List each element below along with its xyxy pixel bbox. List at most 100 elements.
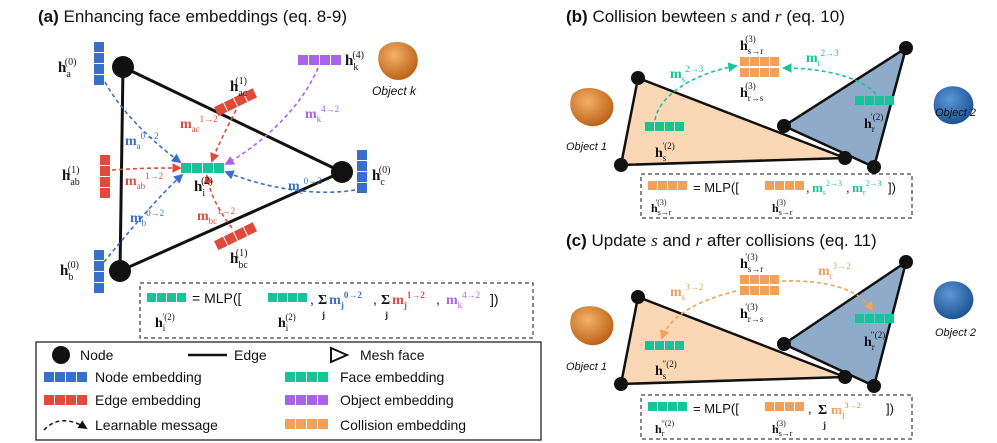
legend-face-embedding-icon	[285, 372, 328, 382]
legend-message-icon	[43, 420, 88, 431]
object-1-mesh-c	[570, 306, 614, 346]
message-s-to-collision	[654, 62, 738, 121]
label-m-bc: mbc1→2	[197, 206, 235, 226]
object-2-mesh-b	[933, 86, 974, 125]
node-s3-c	[838, 370, 852, 384]
eq-a-comma-3: ,	[436, 291, 440, 307]
eq-a-sum-j-2: j	[384, 310, 388, 320]
legend-edge-label: Edge	[234, 347, 267, 363]
object-k-label: Object k	[372, 84, 417, 98]
object-1-label-b: Object 1	[566, 141, 607, 153]
label-h-prime-s-b: hs′(2)	[655, 141, 675, 163]
eq-a-sum-j-1: j	[321, 310, 325, 320]
eq-a-comma-2: ,	[373, 291, 377, 307]
label-m-r-b: mr2→3	[806, 48, 839, 68]
node-a: a	[112, 56, 134, 78]
label-m-s-b: ms2→3	[670, 64, 704, 84]
label-h-ac: hac(1)	[230, 76, 248, 99]
equation-box-a	[139, 282, 534, 339]
message-bc-to-i	[203, 174, 233, 229]
face-embedding-s-b	[645, 122, 684, 131]
legend-box	[35, 341, 542, 441]
eq-b-collision-in	[765, 181, 804, 190]
message-k-to-i	[224, 67, 319, 165]
label-h-b: hb(0)	[60, 260, 79, 283]
legend-mesh-face-icon	[330, 346, 350, 364]
legend-node-embedding-icon	[44, 372, 87, 382]
svg-text:b: b	[116, 264, 124, 279]
legend: Node Edge Mesh face Node embedding Face …	[35, 341, 542, 441]
node-embedding-b	[94, 250, 104, 293]
message-ac-to-i	[210, 109, 237, 163]
eq-a-close: ])	[490, 291, 499, 307]
svg-text:a: a	[119, 60, 127, 75]
panel-b: (b) Collision bewteen s and r (eq. 10) O…	[566, 7, 976, 219]
node-s2	[614, 158, 628, 172]
panel-a: (a) Enhancing face embeddings (eq. 8-9) …	[38, 7, 534, 339]
node-embedding-c	[357, 150, 367, 193]
legend-message-label: Learnable message	[95, 417, 218, 433]
label-m-k: mk4→2	[305, 104, 339, 124]
message-r-to-collision	[782, 63, 877, 95]
label-m-a: ma0→2	[125, 131, 159, 151]
eq-b-comma-2: ,	[846, 180, 850, 195]
label-h-pp-s-c: hs′′(2)	[655, 359, 677, 381]
label-m-ab: mab1→2	[125, 171, 163, 191]
eq-b-m-r: mr2→3	[852, 179, 882, 197]
mesh-face-r-c	[781, 259, 909, 388]
mesh-face-r	[781, 45, 909, 169]
legend-collision-embedding-icon	[285, 419, 328, 429]
label-h-k: hk(4)	[345, 50, 364, 73]
eq-b-comma-1: ,	[806, 180, 810, 195]
collision-embedding-sr-c	[740, 275, 779, 284]
eq-b-close: ])	[888, 180, 896, 195]
eq-b-mlp: = MLP([	[693, 180, 739, 195]
label-h-bc: hbc(1)	[230, 248, 248, 271]
panel-b-title: (b) Collision bewteen s and r (eq. 10)	[566, 7, 845, 26]
label-h-prime-r-b: hr′(2)	[864, 112, 883, 134]
label-h-prime-r-to-s-c: hr→s′(3)	[740, 302, 764, 324]
label-h-c: hc(0)	[372, 165, 390, 188]
message-c-to-i	[224, 170, 356, 194]
panel-c-title: (c) Update s and r after collisions (eq.…	[566, 231, 877, 250]
face-embedding-i	[181, 163, 224, 173]
node-embedding-a	[94, 42, 104, 85]
object-1-mesh-b	[570, 87, 614, 127]
node-c: c	[331, 161, 353, 183]
label-h-s-to-r-b: hs→r(3)	[740, 34, 763, 56]
object-k-mesh	[378, 41, 418, 80]
equation-box-c	[640, 394, 913, 440]
eq-c-comma: ,	[808, 401, 812, 416]
edge-embedding-ab	[100, 155, 110, 198]
object-2-mesh-c	[933, 281, 974, 320]
legend-collision-embedding-label: Collision embedding	[340, 417, 466, 433]
eq-c-mlp: = MLP([	[693, 401, 739, 416]
legend-object-embedding-icon	[285, 395, 328, 405]
legend-edge-embedding-label: Edge embedding	[95, 392, 201, 408]
label-m-ac: mac1→2	[180, 114, 218, 134]
object-2-label-c: Object 2	[935, 327, 976, 339]
eq-a-face-embedding-out	[147, 293, 186, 302]
eq-c-h-pp: hr′′(2)	[655, 419, 675, 438]
eq-a-mlp: = MLP([	[192, 290, 242, 306]
panel-a-title: (a) Enhancing face embeddings (eq. 8-9)	[38, 7, 347, 26]
collision-embedding-rs-c	[740, 286, 779, 295]
message-b-to-i	[103, 173, 184, 263]
legend-object-embedding-label: Object embedding	[340, 392, 454, 408]
legend-face-embedding-label: Face embedding	[340, 369, 444, 385]
eq-a-h-prime-i: hi′(2)	[155, 312, 175, 333]
eq-c-close: ])	[886, 401, 894, 416]
legend-node-icon	[52, 346, 70, 364]
label-m-b: mb0→2	[130, 208, 164, 228]
face-embedding-s-c	[645, 341, 684, 350]
face-embedding-r-c	[855, 314, 894, 323]
edge-embedding-ac	[214, 88, 258, 117]
eq-a-face-embedding-in	[268, 293, 307, 302]
svg-text:c: c	[338, 165, 345, 180]
edge-embedding-bc	[214, 222, 258, 251]
label-h-ab: hab(1)	[62, 165, 80, 188]
eq-a-term-object: mk4→2	[446, 290, 480, 310]
object-2-label-b: Object 2	[935, 107, 976, 119]
